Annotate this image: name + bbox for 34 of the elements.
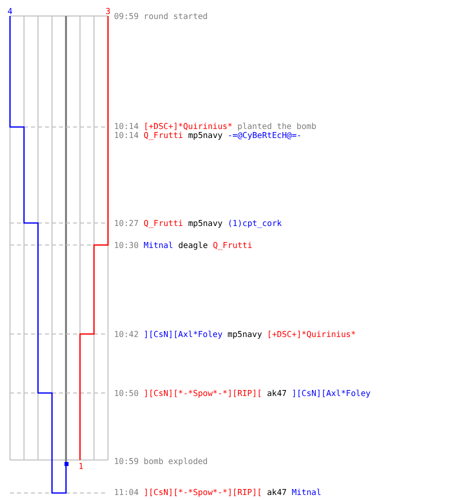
player-name: (1)cpt_cork — [228, 218, 282, 228]
player-name: Q_Frutti — [144, 218, 184, 228]
player-name: ][CsN][*-*Spow*-*][RIP][ — [144, 488, 262, 496]
player-name: Q_Frutti — [144, 130, 184, 140]
timestamp: 09:59 — [114, 12, 139, 20]
player-name: Mitnal — [292, 488, 322, 496]
weapon-name: mp5navy — [228, 330, 262, 338]
player-name: Mitnal — [144, 240, 174, 250]
timestamp: 10:50 — [114, 388, 139, 398]
timestamp: 10:30 — [114, 240, 139, 250]
timestamp: 10:14 — [114, 122, 139, 130]
event-text: planted the bomb — [237, 122, 316, 130]
player-name: ][CsN][*-*Spow*-*][RIP][ — [144, 388, 262, 398]
timestamp: 10:42 — [114, 330, 139, 338]
player-name: ][CsN][Axl*Foley — [144, 330, 223, 338]
player-name: [+DSC+]*Quirinius* — [144, 122, 232, 130]
event-text: round started — [144, 12, 208, 20]
timestamp: 10:59 — [114, 456, 139, 466]
count-number: 3 — [106, 6, 110, 16]
weapon-name: deagle — [178, 240, 208, 250]
count-number: 4 — [8, 6, 12, 16]
weapon-name: mp5navy — [188, 130, 223, 140]
timestamp: 11:04 — [114, 488, 139, 496]
weapon-name: ak47 — [266, 388, 287, 398]
player-name: [+DSC+]*Quirinius* — [267, 330, 356, 338]
player-name: Q_Frutti — [212, 240, 252, 250]
count-number: 1 — [78, 462, 84, 470]
player-name: -=@CyBeRtEcH@=- — [228, 130, 302, 140]
weapon-name: ak47 — [266, 488, 287, 496]
player-name: ][CsN][Axl*Foley — [292, 388, 371, 398]
event-text: bomb exploded — [144, 456, 208, 466]
timestamp: 10:27 — [114, 218, 139, 228]
timestamp: 10:14 — [114, 130, 139, 140]
weapon-name: mp5navy — [188, 218, 223, 228]
